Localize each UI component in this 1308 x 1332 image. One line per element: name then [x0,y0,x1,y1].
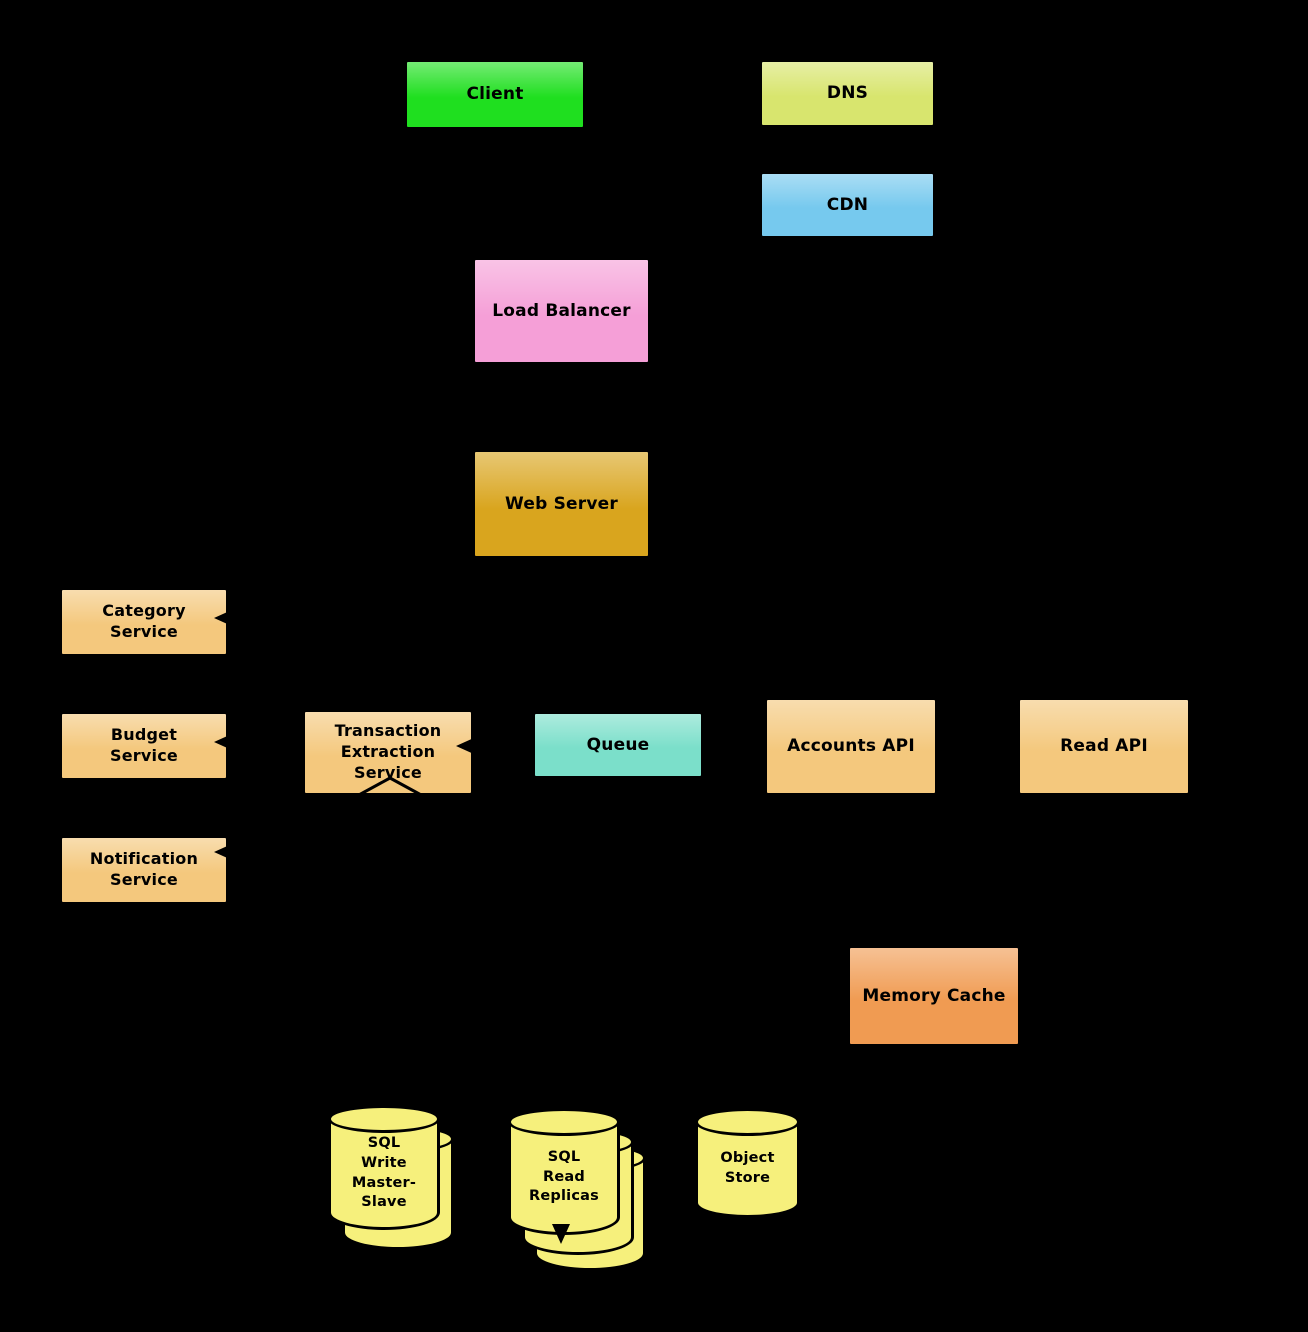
node-queue-label: Queue [586,734,650,755]
node-category-service-label: Category Service [102,601,186,641]
node-web-server-label: Web Server [505,493,618,514]
database-cylinder-icon: SQL Write Master- Slave [328,1105,440,1230]
node-budget-service-label: Budget Service [110,725,178,765]
node-object-store-label: Object Store [720,1150,775,1186]
cylinder-rim [508,1108,620,1136]
node-read-api: Read API [1018,698,1204,809]
node-queue: Queue [533,712,717,792]
arrowhead-into-notification-service [214,843,234,861]
node-accounts-api-label: Accounts API [787,736,915,757]
node-budget-service: Budget Service [60,712,242,794]
arrowhead-into-transaction-extraction-service [456,737,476,755]
node-object-store: Object Store [695,1108,800,1218]
database-cylinder-icon: Object Store [695,1108,800,1218]
arrowhead-into-category-service [214,609,234,627]
cylinder-rim [695,1108,800,1136]
node-cdn-label: CDN [826,194,869,215]
node-notification-service: Notification Service [60,836,242,918]
node-sql-write-master-slave: SQL Write Master- Slave [328,1105,454,1250]
node-memory-cache-label: Memory Cache [862,985,1006,1006]
cylinder-rim [328,1105,440,1133]
node-sql-write-master-slave-label: SQL Write Master- Slave [351,1135,417,1211]
node-client: Client [405,60,585,129]
node-read-api-label: Read API [1060,736,1148,757]
arrowhead-into-budget-service [214,733,234,751]
node-sql-read-replicas-label: SQL Read Replicas [529,1149,599,1205]
node-web-server: Web Server [473,450,664,572]
node-load-balancer-label: Load Balancer [492,300,631,321]
node-category-service: Category Service [60,588,242,670]
node-dns-label: DNS [826,83,869,104]
node-cdn: CDN [760,172,935,238]
node-client-label: Client [466,84,524,105]
node-load-balancer: Load Balancer [473,258,664,378]
node-sql-read-replicas: SQL Read Replicas [508,1108,646,1271]
fanout-connector-lines [345,776,435,804]
node-dns: DNS [760,60,935,127]
node-memory-cache: Memory Cache [848,946,1034,1060]
arrowhead-into-sql-read-replicas [552,1224,570,1244]
node-notification-service-label: Notification Service [89,849,199,889]
database-cylinder-icon: SQL Read Replicas [508,1108,620,1235]
node-accounts-api: Accounts API [765,698,951,809]
node-transaction-extraction-service-label: Transaction Extraction Service [334,721,442,782]
